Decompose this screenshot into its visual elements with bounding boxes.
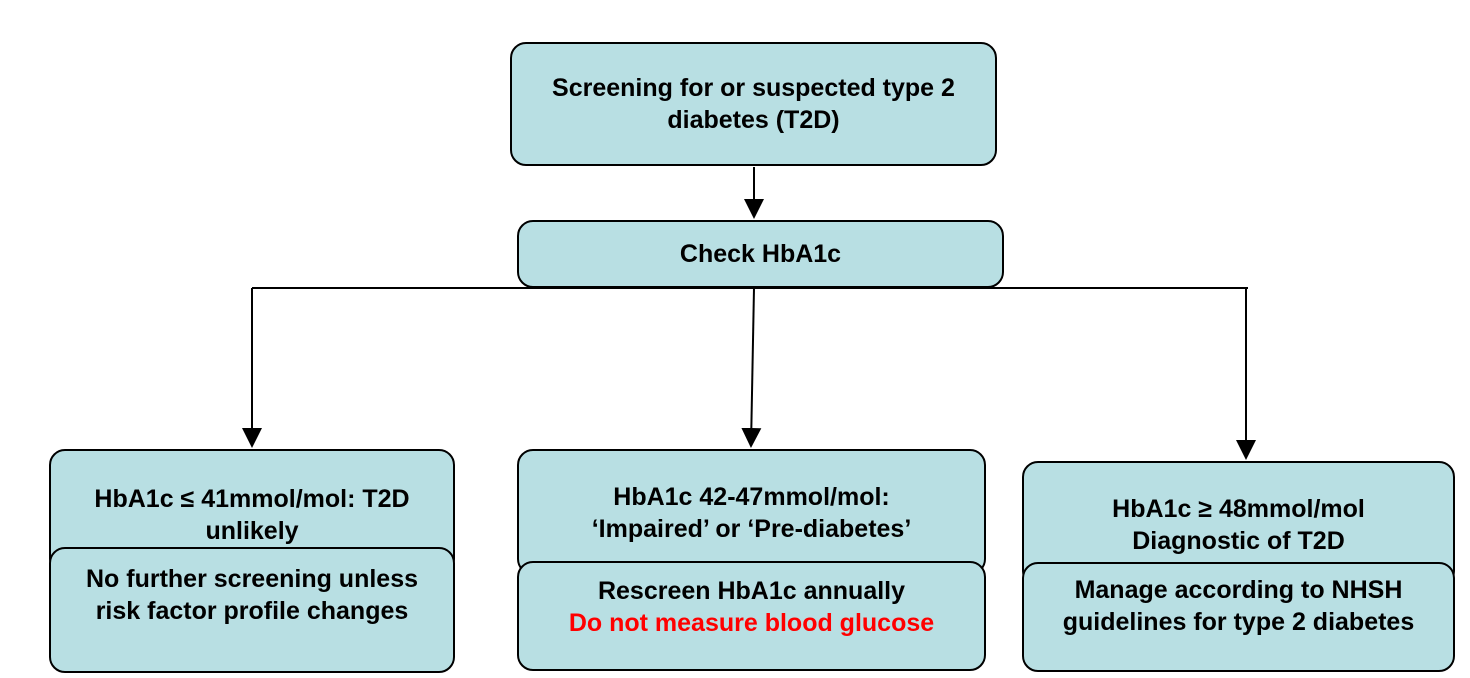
high-result-line1: HbA1c ≥ 48mmol/mol [1112, 495, 1365, 523]
high-action-line1: Manage according to NHSH [1074, 576, 1403, 604]
high-action-node: Manage according to NHSH guidelines for … [1022, 562, 1455, 672]
arrow-to-mid [741, 287, 762, 448]
mid-action-node: Rescreen HbA1c annually Do not measure b… [517, 561, 986, 671]
low-action-line2: risk factor profile changes [95, 597, 409, 625]
mid-result-node: HbA1c 42-47mmol/mol: ‘Impaired’ or ‘Pre-… [517, 449, 986, 575]
check-hba1c-node: Check HbA1c [517, 220, 1004, 288]
mid-action-line1: Rescreen HbA1c annually [597, 577, 906, 605]
start-text-line2: diabetes (T2D) [667, 106, 840, 134]
start-node: Screening for or suspected type 2 diabet… [510, 42, 997, 166]
low-result-node: HbA1c ≤ 41mmol/mol: T2D unlikely [49, 449, 455, 575]
high-action-line2: guidelines for type 2 diabetes [1062, 608, 1415, 636]
low-result-line2: unlikely [205, 517, 299, 545]
low-result-line1: HbA1c ≤ 41mmol/mol: T2D [94, 485, 410, 513]
mid-action-warning: Do not measure blood glucose [568, 609, 935, 637]
low-action-node: No further screening unless risk factor … [49, 547, 455, 673]
mid-result-line2: ‘Impaired’ or ‘Pre-diabetes’ [591, 515, 912, 543]
start-text-line1: Screening for or suspected type 2 [552, 74, 955, 102]
low-action-line1: No further screening unless [85, 565, 419, 593]
check-label: Check HbA1c [679, 240, 842, 268]
high-result-line2: Diagnostic of T2D [1132, 527, 1345, 555]
mid-result-line1: HbA1c 42-47mmol/mol: [613, 483, 890, 511]
